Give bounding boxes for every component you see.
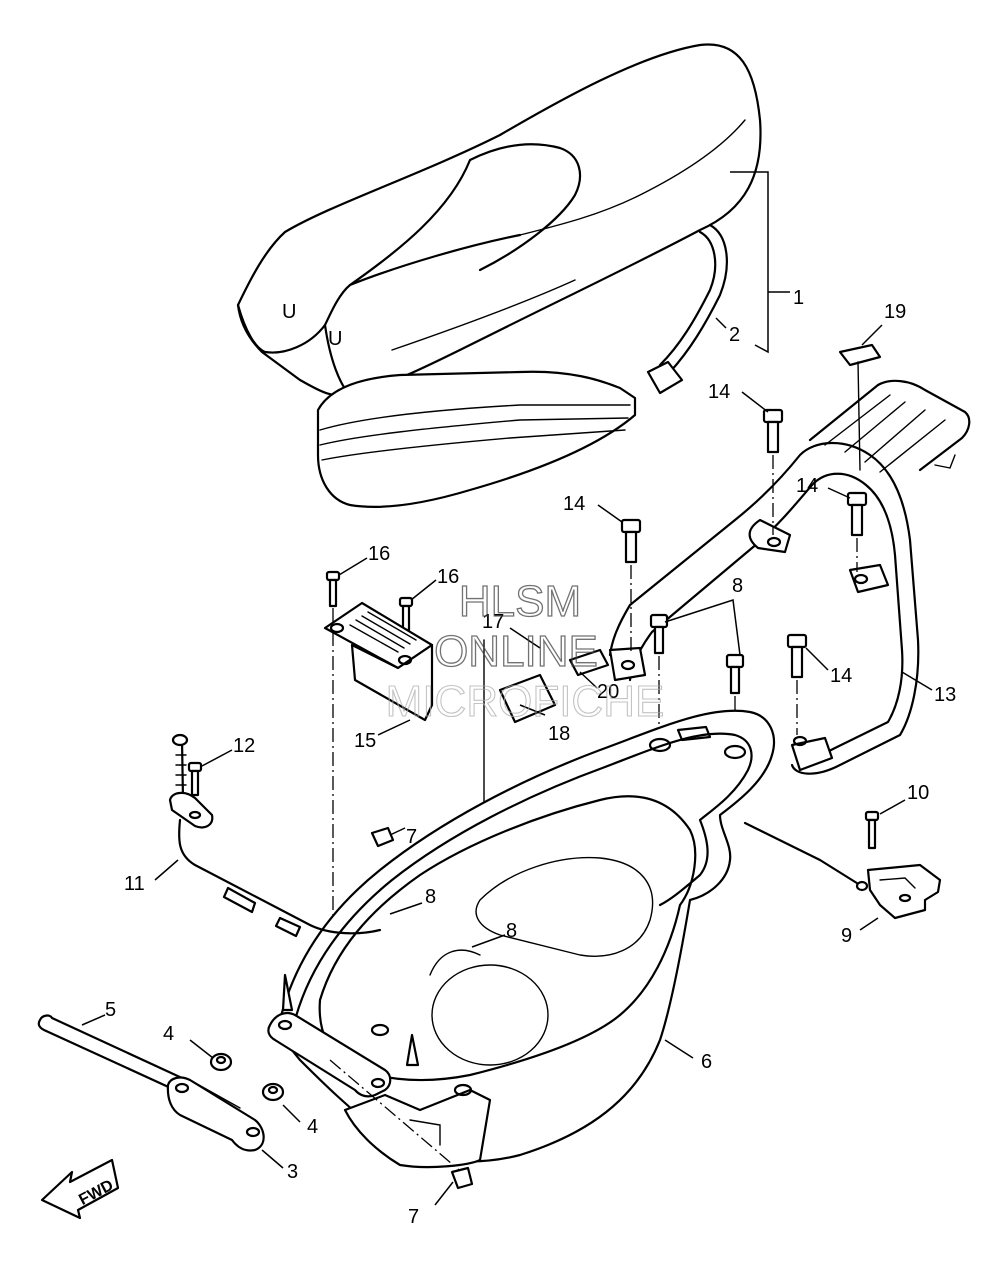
seat-lock — [866, 863, 942, 920]
callout-17: 17 — [482, 611, 504, 633]
callout-9: 9 — [841, 925, 852, 947]
storage-box — [267, 709, 776, 1176]
callout-8-a: 8 — [732, 575, 743, 597]
callout-15: 15 — [354, 730, 376, 752]
bolt-14-a — [762, 408, 784, 535]
callout-14-d: 14 — [830, 665, 852, 687]
hinge-bracket — [166, 1076, 265, 1152]
callout-10: 10 — [907, 782, 929, 804]
seat-mark-right: U — [328, 328, 342, 350]
callout-8-b: 8 — [425, 886, 436, 908]
leader-lines — [81, 171, 933, 1206]
watermark-line-1: HLSM — [459, 577, 581, 626]
callout-2: 2 — [729, 324, 740, 346]
seat-lock-cable — [168, 733, 869, 938]
callout-16-a: 16 — [368, 543, 390, 565]
callout-14-a: 14 — [708, 381, 730, 403]
callout-8-c: 8 — [506, 920, 517, 942]
watermark: HLSM ONLINE MICROFICHE — [385, 576, 665, 726]
callout-14-c: 14 — [796, 475, 818, 497]
callout-14-b: 14 — [563, 493, 585, 515]
callout-4-b: 4 — [307, 1116, 318, 1138]
callout-13: 13 — [934, 684, 956, 706]
callout-7-b: 7 — [408, 1206, 419, 1228]
watermark-line-2: ONLINE — [434, 627, 598, 676]
bolt-14-c — [846, 491, 868, 572]
screw-10 — [864, 810, 880, 850]
screw-16-b — [398, 596, 414, 632]
callout-1: 1 — [793, 287, 804, 309]
callout-12: 12 — [233, 735, 255, 757]
callout-3: 3 — [287, 1161, 298, 1183]
forward-arrow: FWD — [40, 1158, 120, 1220]
callout-20: 20 — [597, 681, 619, 703]
collar-4-a — [209, 1052, 233, 1072]
label-18 — [498, 673, 557, 724]
callout-5: 5 — [105, 999, 116, 1021]
clip-nut-7-a — [370, 826, 395, 848]
screw-12 — [187, 761, 203, 797]
label-20 — [568, 648, 610, 677]
callout-19: 19 — [884, 301, 906, 323]
caution-label — [838, 343, 882, 367]
callout-11: 11 — [124, 873, 145, 895]
bolt-14-b — [620, 518, 642, 655]
callout-18: 18 — [548, 723, 570, 745]
cover-plate — [323, 601, 434, 722]
seat-seal — [646, 223, 728, 395]
watermark-line-3: MICROFICHE — [386, 677, 665, 726]
callout-7-a: 7 — [406, 826, 417, 848]
collar-4-b — [261, 1082, 285, 1102]
hinge-shaft — [37, 1014, 184, 1092]
seat: U U — [236, 43, 762, 508]
clip-nut-7-b — [450, 1166, 474, 1190]
callout-4-a: 4 — [163, 1023, 174, 1045]
callout-16-b: 16 — [437, 566, 459, 588]
callout-6: 6 — [701, 1051, 712, 1073]
bolt-14-d — [786, 633, 808, 735]
grab-bar — [608, 379, 971, 775]
seat-mark-left: U — [282, 301, 296, 323]
